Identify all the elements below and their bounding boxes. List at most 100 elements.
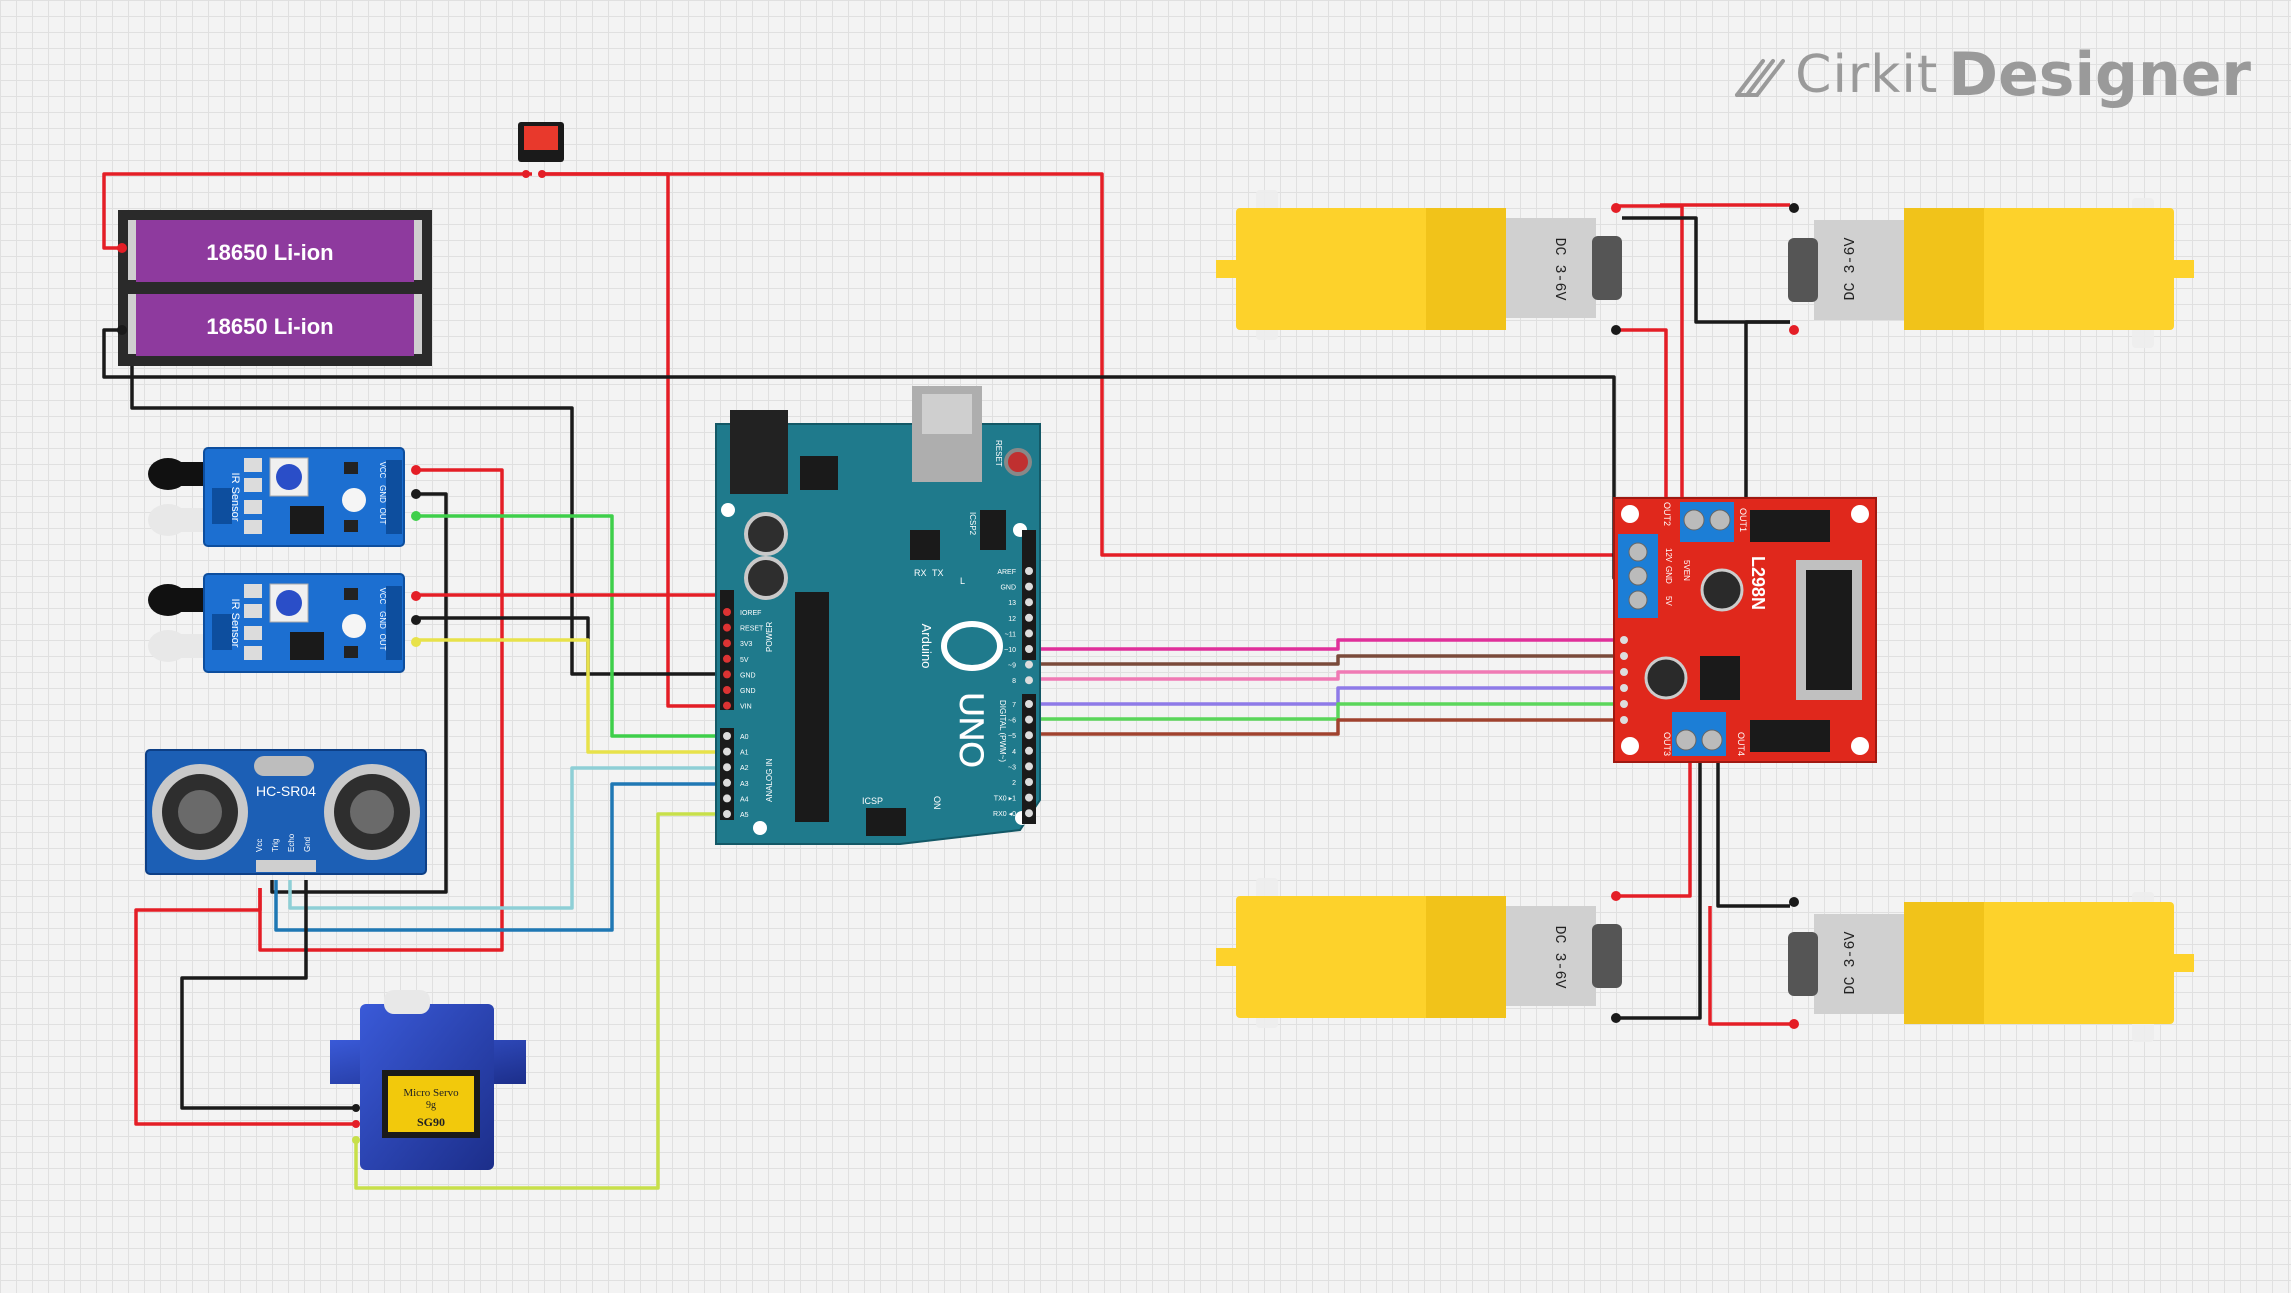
ir-sensor-1-pin-out: OUT [378,508,387,525]
logo-brand: Cirkit [1795,45,1939,105]
arduino-brand: Arduino [919,624,934,669]
driver-input-pin[interactable] [1620,716,1628,724]
ir-sensor-2: IR Sensor VCC GND OUT [148,573,421,673]
wire-out2-m1b [1614,328,1668,505]
motor-4: DC 3-6V [1788,892,2194,1042]
wire-out3-m3 [1614,760,1692,898]
driver-out1: OUT1 [1738,508,1748,532]
servo-sg90: Micro Servo 9g SG90 [330,990,526,1170]
uno-power-pin[interactable] [723,639,731,648]
uno-digital-pin[interactable] [1025,715,1033,724]
us-pin-gnd: Gnd [303,837,312,852]
wire-ir2-out [416,638,730,754]
ir-sensor-1: IR Sensor VCC GND OUT [148,447,421,547]
uno-digital-pin[interactable] [1025,762,1033,771]
uno-power-pin[interactable] [723,686,731,694]
uno-power-pin-label: 3V3 [740,641,753,648]
driver-input-pin[interactable] [1620,636,1628,644]
uno-analog-pin[interactable] [723,778,731,787]
arduino-uno: UNO Arduino RESET ICSP2 ICSP ON TX RX L … [715,386,1041,845]
ultrasonic-sensor: HC-SR04 Vcc Trig Echo Gnd [145,749,427,875]
uno-power-pin[interactable] [723,654,731,663]
ir-sensor-1-label: IR Sensor [229,473,241,522]
uno-digital-pin-label: ~3 [1008,764,1016,771]
uno-power-pin-label: VIN [740,704,752,711]
uno-digital-pin-label: 13 [1008,600,1016,607]
ir-sensor-2-pin-out: OUT [378,634,387,651]
motor-1-label: DC 3-6V [1551,237,1568,300]
driver-input-pin[interactable] [1620,700,1628,708]
uno-digital-pin[interactable] [1025,793,1033,802]
uno-digital-pin[interactable] [1025,613,1033,622]
uno-digital-pin-label: ~10 [1004,647,1016,654]
motor-4-label: DC 3-6V [1842,931,1859,994]
arduino-digital-label: DIGITAL (PWM~) [998,700,1007,762]
uno-digital-pin[interactable] [1025,809,1033,818]
arduino-l-label: L [960,576,965,586]
uno-digital-pin[interactable] [1025,778,1033,786]
driver-input-pins [1620,636,1628,724]
motor-2: DC 3-6V [1788,198,2194,348]
motor-3: DC 3-6V [1216,878,1622,1028]
uno-analog-pin[interactable] [723,763,731,772]
uno-digital-pin[interactable] [1025,676,1033,685]
uno-power-pin[interactable] [723,623,731,632]
uno-analog-pin-label: A3 [740,781,749,788]
ir-sensor-1-pin-vcc: VCC [378,462,387,479]
uno-digital-pin[interactable] [1025,731,1033,740]
uno-digital-pin-label: ~5 [1008,733,1016,740]
battery-cell-2-label: 18650 Li-ion [206,314,333,339]
uno-power-pin[interactable] [723,608,731,616]
uno-digital-pin-label: 4 [1012,749,1016,756]
wire-d9 [1030,654,1624,666]
wire-out1-m2b [1622,216,1790,324]
uno-analog-pin[interactable] [723,794,731,803]
driver-gnd: GND [1664,566,1673,584]
uno-digital-pin-label: GND [1000,585,1016,592]
uno-digital-pin-label: ~9 [1008,663,1016,670]
servo-line1: Micro Servo [403,1087,459,1099]
driver-input-pin[interactable] [1620,652,1628,660]
uno-analog-pin[interactable] [723,732,731,740]
wire-us-trig [288,766,730,910]
uno-digital-pin[interactable] [1025,645,1033,653]
uno-power-pin-label: IOREF [740,610,761,617]
battery-pack: 18650 Li-ion 18650 Li-ion [117,210,432,366]
uno-digital-pin[interactable] [1025,700,1033,708]
motor-1: DC 3-6V [1216,190,1622,340]
us-pin-echo: Echo [287,833,296,852]
uno-digital-pin[interactable] [1025,629,1033,638]
wire-d10 [1030,638,1624,651]
uno-digital-pin[interactable] [1025,567,1033,575]
ir-sensor-2-label: IR Sensor [229,599,241,648]
wire-switch-12v [542,172,1624,557]
driver-input-pin[interactable] [1620,668,1628,676]
uno-digital-pin-label: RX0 ◂0 [993,811,1016,818]
wire-switch-vin [542,172,730,708]
uno-digital-pin[interactable] [1025,660,1033,669]
driver-12v: 12V [1664,548,1673,563]
uno-digital-pin-label: 8 [1012,678,1016,685]
uno-power-pin-label: 5V [740,657,749,664]
servo-model: SG90 [417,1115,445,1129]
uno-analog-pin-label: A4 [740,796,749,803]
us-pin-trig: Trig [271,839,280,852]
motor-2-label: DC 3-6V [1842,237,1859,300]
uno-digital-pin-label: ~6 [1008,718,1016,725]
rocker-switch[interactable] [518,122,564,178]
wire-us-vcc [134,888,356,1126]
pencil-logo-icon [1735,59,1786,97]
uno-digital-pin[interactable] [1025,746,1033,755]
uno-digital-pin[interactable] [1025,582,1033,591]
uno-digital-pin[interactable] [1025,598,1033,607]
uno-analog-pin[interactable] [723,747,731,756]
driver-5v: 5V [1664,596,1673,606]
uno-power-pin[interactable] [723,670,731,679]
driver-input-pin[interactable] [1620,684,1628,692]
uno-power-pin[interactable] [723,701,731,710]
uno-analog-pin[interactable] [723,810,731,818]
ir-sensor-2-pin-gnd: GND [378,611,387,629]
